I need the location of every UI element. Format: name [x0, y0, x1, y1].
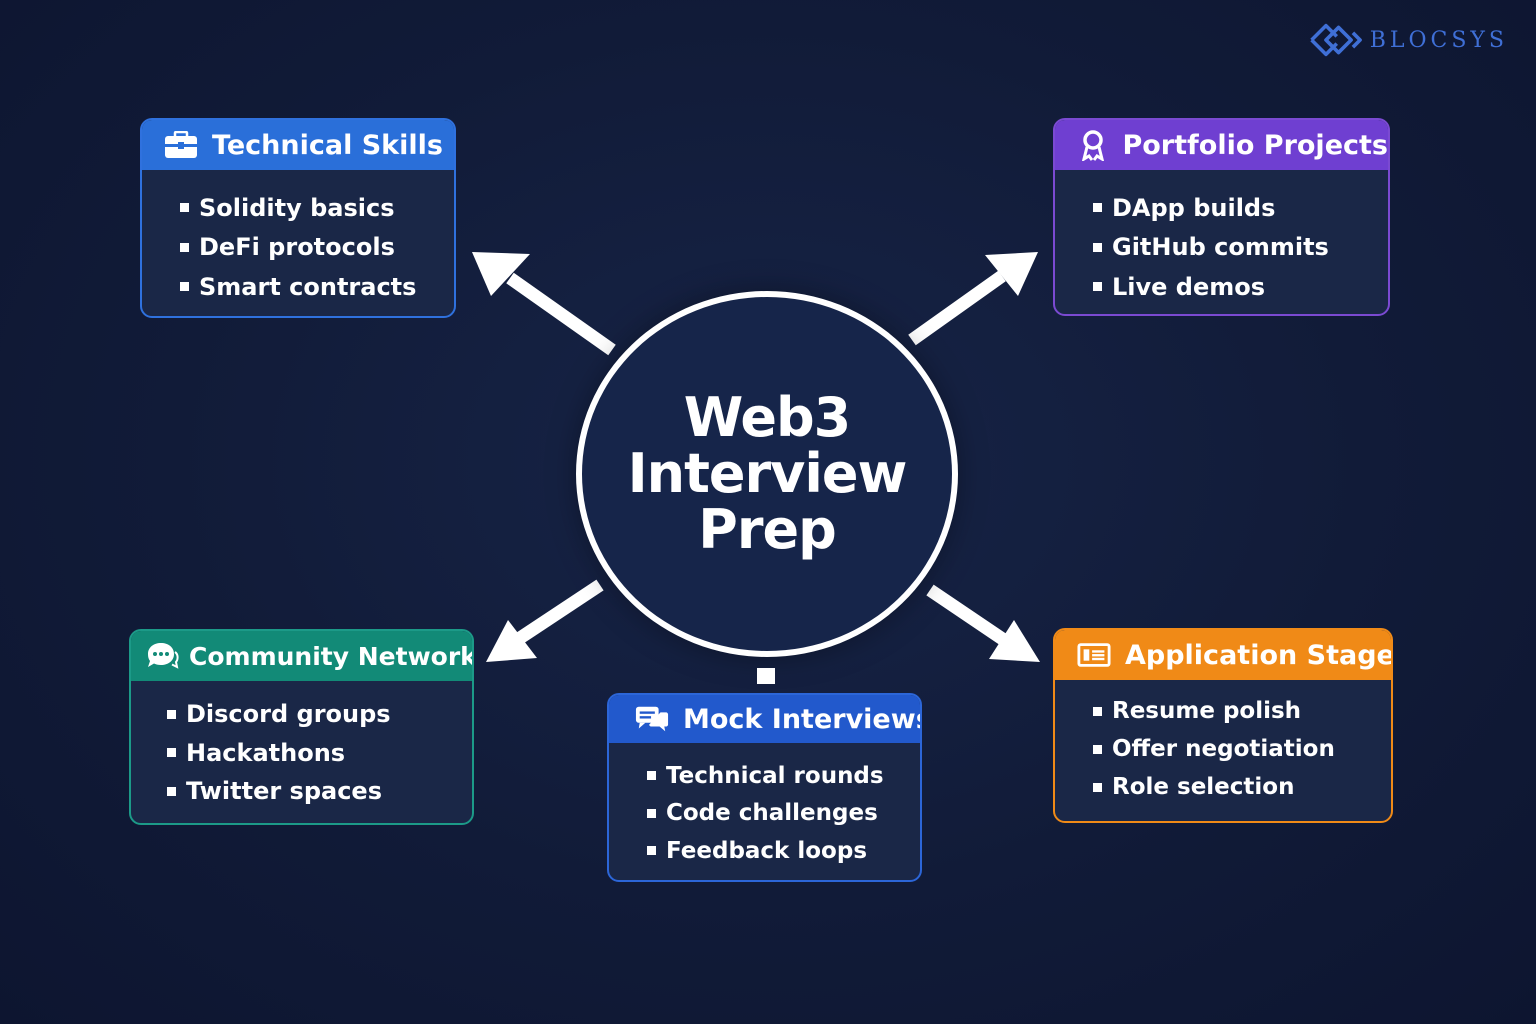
mock-interviews-list: Technical rounds Code challenges Feedbac… [609, 743, 920, 870]
mock-interviews-header: Mock Interviews [609, 695, 920, 743]
id-card-icon [1077, 638, 1111, 672]
bullet-icon [1093, 282, 1102, 292]
list-item-text: Live demos [1112, 272, 1266, 301]
portfolio-projects-header: Portfolio Projects [1055, 120, 1388, 170]
arrow-to-application-stage [926, 584, 1040, 662]
list-item-text: DeFi protocols [199, 233, 395, 262]
hub-title: Web3 Interview Prep [627, 386, 908, 561]
list-item-text: Twitter spaces [186, 777, 382, 806]
mock-interviews-card: Mock Interviews Technical rounds Code ch… [607, 693, 922, 882]
portfolio-projects-list: DApp builds GitHub commits Live demos [1055, 170, 1388, 307]
technical-skills-title: Technical Skills [212, 129, 443, 161]
list-item-text: GitHub commits [1112, 233, 1329, 262]
bullet-icon [180, 203, 189, 213]
list-item: Solidity basics [180, 188, 454, 228]
list-item: Discord groups [167, 695, 472, 734]
list-item: Hackathons [167, 734, 472, 773]
bullet-icon [180, 282, 189, 292]
chat-bubble-icon [145, 639, 179, 673]
conversation-icon [635, 702, 669, 736]
list-item: Technical rounds [647, 757, 920, 795]
bullet-icon [647, 808, 656, 818]
community-networking-card: Community Networking Discord groups Hack… [129, 629, 474, 825]
list-item-text: Offer negotiation [1112, 736, 1335, 762]
list-item-text: Solidity basics [199, 193, 395, 222]
brand-logo: BLOCSYS [1308, 20, 1508, 60]
list-item: Role selection [1093, 768, 1391, 806]
list-item: Smart contracts [180, 267, 454, 307]
portfolio-projects-title: Portfolio Projects [1122, 129, 1388, 161]
bullet-icon [647, 846, 656, 856]
application-stage-list: Resume polish Offer negotiation Role sel… [1055, 680, 1391, 806]
bullet-icon [1093, 744, 1102, 754]
bullet-icon [167, 786, 176, 796]
arrow-to-technical-skills [472, 252, 616, 356]
list-item: GitHub commits [1093, 228, 1388, 268]
community-networking-list: Discord groups Hackathons Twitter spaces [131, 681, 472, 811]
list-item: DApp builds [1093, 188, 1388, 228]
list-item-text: Technical rounds [666, 762, 884, 789]
list-item-text: Resume polish [1112, 698, 1302, 724]
application-stage-title: Application Stage [1125, 639, 1393, 671]
list-item-text: Discord groups [186, 700, 391, 729]
bullet-icon [167, 709, 176, 719]
list-item: Live demos [1093, 267, 1388, 307]
list-item: Feedback loops [647, 832, 920, 870]
bullet-icon [1093, 242, 1102, 252]
bullet-icon [1093, 782, 1102, 792]
list-item: Offer negotiation [1093, 730, 1391, 768]
list-item-text: Smart contracts [199, 272, 417, 301]
hub-connector [757, 668, 775, 684]
bullet-icon [180, 242, 189, 252]
technical-skills-header: Technical Skills [142, 120, 454, 170]
bullet-icon [167, 748, 176, 758]
mock-interviews-title: Mock Interviews [683, 703, 922, 735]
application-stage-header: Application Stage [1055, 630, 1391, 680]
list-item-text: Hackathons [186, 738, 346, 767]
list-item-text: Code challenges [666, 800, 878, 827]
list-item-text: Feedback loops [666, 837, 868, 864]
application-stage-card: Application Stage Resume polish Offer ne… [1053, 628, 1393, 823]
community-networking-header: Community Networking [131, 631, 472, 681]
bullet-icon [647, 771, 656, 781]
list-item-text: DApp builds [1112, 193, 1276, 222]
award-icon [1077, 128, 1108, 162]
central-hub: Web3 Interview Prep [576, 291, 958, 657]
bullet-icon [1093, 203, 1102, 213]
toolbox-icon [164, 128, 198, 162]
list-item: Code challenges [647, 795, 920, 833]
portfolio-projects-card: Portfolio Projects DApp builds GitHub co… [1053, 118, 1390, 316]
list-item: Twitter spaces [167, 772, 472, 811]
list-item: DeFi protocols [180, 228, 454, 268]
diamond-logo-icon [1310, 23, 1362, 57]
arrow-to-community-networking [486, 579, 604, 662]
arrow-to-portfolio-projects [908, 252, 1038, 346]
brand-name: BLOCSYS [1369, 27, 1508, 53]
technical-skills-card: Technical Skills Solidity basics DeFi pr… [140, 118, 456, 318]
list-item-text: Role selection [1112, 774, 1295, 800]
community-networking-title: Community Networking [189, 641, 474, 671]
list-item: Resume polish [1093, 692, 1391, 730]
technical-skills-list: Solidity basics DeFi protocols Smart con… [142, 170, 454, 307]
bullet-icon [1093, 706, 1102, 716]
